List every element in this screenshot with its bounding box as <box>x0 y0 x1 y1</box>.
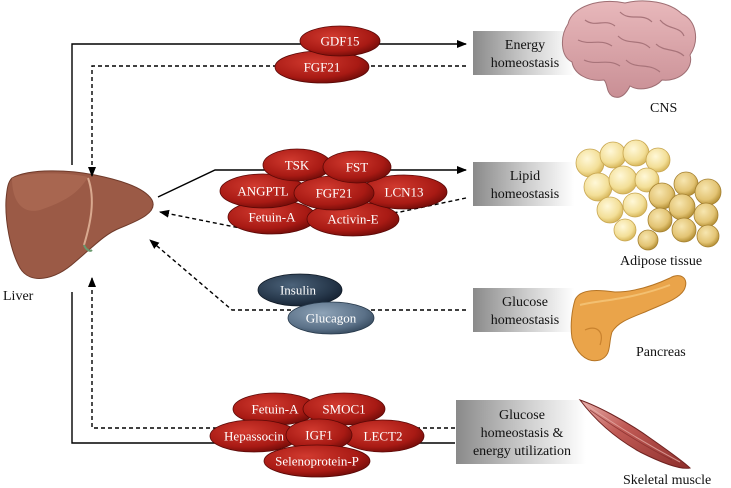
liver-icon <box>5 170 154 279</box>
factor-label: Fetuin-A <box>252 402 300 417</box>
factor-label: IGF1 <box>305 428 332 443</box>
adipose-icon <box>575 139 722 251</box>
factor-oval <box>263 444 371 478</box>
pancreas-label: Pancreas <box>636 345 686 360</box>
factor-label: FGF21 <box>304 60 341 75</box>
arrow-pancreas-to-liver <box>149 239 466 311</box>
factor-oval <box>287 301 375 335</box>
factor-label: TSK <box>285 158 310 173</box>
adipose-factors: Fetuin-A Activin-E ANGPTL LCN13 FGF21 TS… <box>219 148 448 237</box>
pancreas-factors: Insulin Glucagon <box>257 273 375 335</box>
box-line: homeostasis & <box>481 426 564 441</box>
box-line: Energy <box>505 38 545 53</box>
cns-factors: FGF21 GDF15 <box>274 25 381 84</box>
factor-label: Glucagon <box>306 311 357 326</box>
factor-label: SMOC1 <box>322 402 365 417</box>
factor-label: LECT2 <box>364 429 403 444</box>
box-line: homeostasis <box>491 56 559 71</box>
arrow-cns-to-liver <box>88 65 466 177</box>
factor-label: Activin-E <box>327 212 378 227</box>
factor-label: FGF21 <box>316 186 353 201</box>
muscle-factors: Fetuin-A SMOC1 Hepassocin LECT2 IGF1 Sel… <box>209 392 425 478</box>
arrow-liver-to-cns <box>71 40 467 165</box>
connector-lines <box>71 40 467 444</box>
muscle-icon <box>578 399 692 469</box>
box-line: homeostasis <box>491 313 559 328</box>
box-line: energy utilization <box>473 444 571 459</box>
factor-label: FST <box>346 160 368 175</box>
factor-oval <box>299 25 381 57</box>
brain-icon <box>562 0 697 98</box>
adipose-label: Adipose tissue <box>620 254 702 269</box>
factor-oval <box>257 273 343 307</box>
factor-label: Selenoprotein-P <box>275 454 359 469</box>
pancreas-icon <box>570 275 687 362</box>
glucose-homeostasis-box: Glucose homeostasis <box>473 288 574 332</box>
factor-label: LCN13 <box>385 185 424 200</box>
cns-label: CNS <box>650 101 677 116</box>
box-line: Lipid <box>510 169 540 184</box>
energy-homeostasis-box: Energy homeostasis <box>473 31 574 75</box>
factor-label: Insulin <box>280 283 317 298</box>
muscle-label: Skeletal muscle <box>623 473 711 488</box>
box-line: Glucose <box>502 295 548 310</box>
liver-label: Liver <box>3 289 34 304</box>
lipid-homeostasis-box: Lipid homeostasis <box>473 162 574 206</box>
factor-oval <box>322 150 392 184</box>
factor-label: Fetuin-A <box>249 210 297 225</box>
glucose-energy-box: Glucose homeostasis & energy utilization <box>456 400 586 464</box>
box-line: Glucose <box>499 408 545 423</box>
factor-label: GDF15 <box>320 34 359 49</box>
box-line: homeostasis <box>491 187 559 202</box>
factor-label: Hepassocin <box>224 429 284 444</box>
factor-label: ANGPTL <box>237 184 288 199</box>
